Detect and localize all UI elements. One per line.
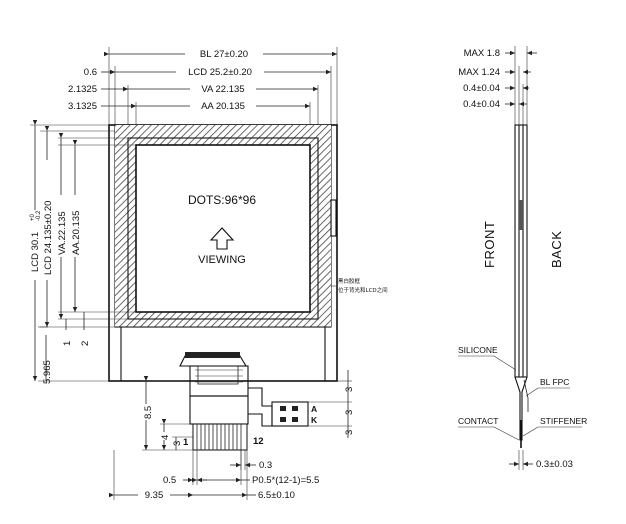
dim-65-label: 6.5±0.10 (258, 490, 295, 501)
dim-4-label: 4 (160, 435, 171, 440)
dim-05-label: 0.5 (163, 475, 176, 486)
dim-3-r3-label: 3 (344, 430, 355, 435)
dim-3-left-label: 3 (172, 441, 183, 446)
left-dimensions: LCD 30.1 +0 -0.2 LCD 24.135±0.20 VA.22.1… (29, 120, 136, 384)
lcd-height-tol-lower: -0.2 (36, 210, 42, 221)
back-label: BACK (549, 231, 564, 268)
dim-03-label: 0.3 (259, 460, 272, 471)
front-view: BL 27±0.20 0.6 LCD 25.2±0.20 2.1325 VA 2… (29, 47, 388, 501)
dots-label: DOTS:96*96 (188, 193, 256, 207)
bl-fpc-label: BL FPC (540, 377, 569, 387)
dim-pitch-label: P0.5*(12-1)=5.5 (252, 475, 319, 486)
fpc-right-dimensions: 3 3 3 (308, 370, 355, 438)
side-thickness-dimensions: MAX 1.8 MAX 1.24 0.4±0.04 0.4±0.04 (458, 46, 537, 125)
silicone-label: SILICONE (458, 345, 498, 355)
va-height-label: VA.22.135 (57, 211, 68, 255)
side-profile (514, 124, 529, 448)
thickness-1-label: 0.4±0.04 (463, 83, 500, 94)
max-124-label: MAX 1.24 (458, 67, 500, 78)
fpc-pins (192, 423, 248, 451)
side-view: MAX 1.8 MAX 1.24 0.4±0.04 0.4±0.04 FRONT… (458, 46, 587, 470)
top-dimensions: BL 27±0.20 0.6 LCD 25.2±0.20 2.1325 VA 2… (68, 47, 338, 145)
dim-1-label: 1 (62, 341, 73, 346)
dim-3-r2-label: 3 (344, 410, 355, 415)
va-offset-label: 2.1325 (68, 84, 97, 95)
dim-3-r1-label: 3 (344, 387, 355, 392)
lcd-height-2-label: LCD 24.135±0.20 (43, 201, 54, 275)
dim-935-label: 9.35 (145, 490, 164, 501)
lcd-offset-label: 0.6 (84, 67, 97, 78)
lcd-height-label: LCD 30.1 (30, 232, 41, 272)
dim-85-label: 8.5 (143, 406, 154, 419)
note-line-2: 位于背光和LCD之间 (338, 286, 388, 294)
stiffener-label: STIFFENER (540, 416, 587, 426)
front-label: FRONT (482, 221, 497, 268)
viewing-label: VIEWING (198, 254, 246, 266)
aa-width-label: AA 20.135 (201, 101, 245, 112)
aa-height-label: AA.20.135 (71, 211, 82, 255)
contact-label: CONTACT (458, 416, 498, 426)
fpc-tail: A K (179, 352, 318, 451)
bottom-dimensions: 0.3 0.5 P0.5*(12-1)=5.5 9.35 6.5±0.10 (109, 450, 319, 501)
bottom-thickness-label: 0.3±0.03 (536, 459, 573, 470)
thickness-2-label: 0.4±0.04 (463, 99, 500, 110)
dim-5965-label: 5.965 (42, 360, 53, 384)
max-18-label: MAX 1.8 (464, 48, 500, 59)
fpc-left-dimensions: 8.5 4 3 (140, 376, 193, 451)
dim-2-label: 2 (80, 341, 91, 346)
pin-1-label: 1 (183, 437, 189, 448)
note-line-1: 黑白胶框 (338, 277, 361, 285)
bl-width-label: BL 27±0.20 (200, 49, 248, 60)
viewing-arrow-icon (209, 227, 235, 250)
lcd-width-label: LCD 25.2±0.20 (188, 67, 252, 78)
lcd-module-outline (108, 124, 338, 382)
va-width-label: VA 22.135 (201, 84, 244, 95)
pin-k-label: K (311, 415, 318, 425)
pin-a-label: A (311, 404, 317, 414)
lcd-height-tol-upper: +0 (30, 213, 36, 221)
pin-12-label: 12 (253, 436, 264, 447)
aa-offset-label: 3.1325 (68, 101, 97, 112)
